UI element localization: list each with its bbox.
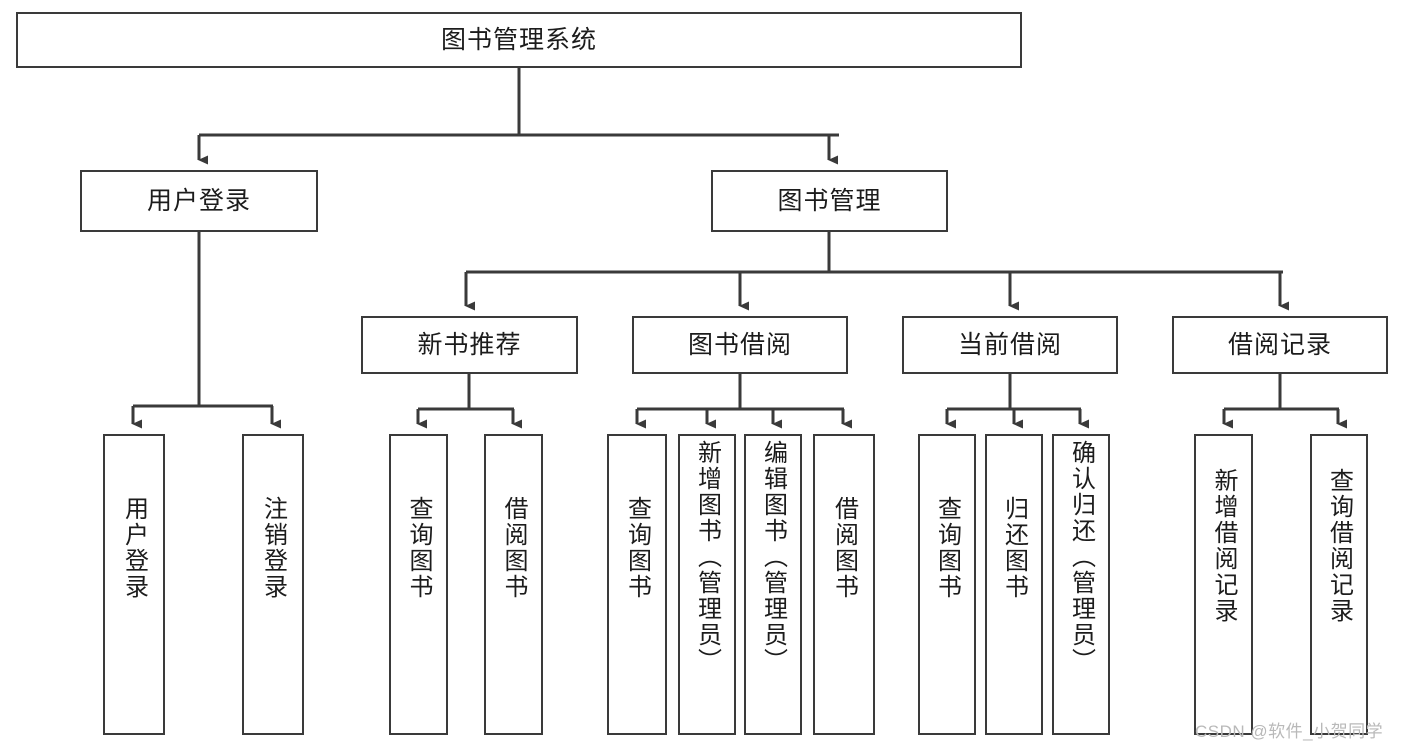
node-current-borrow[interactable]: 当前借阅 [902, 316, 1118, 374]
node-leaf-return-book-label: 归还图书 [1000, 496, 1028, 600]
node-leaf-confirm-return-label: 确认归还（管理员） [1067, 440, 1095, 674]
node-book-borrow[interactable]: 图书借阅 [632, 316, 848, 374]
node-book-manage[interactable]: 图书管理 [711, 170, 948, 232]
node-leaf-borrow-book-new-label: 借阅图书 [500, 496, 528, 600]
node-leaf-query-record-label: 查询借阅记录 [1325, 468, 1353, 624]
csdn-watermark: CSDN @软件_小贺同学 [1195, 722, 1384, 741]
node-leaf-query-record[interactable]: 查询借阅记录 [1310, 434, 1368, 735]
node-user-login[interactable]: 用户登录 [80, 170, 318, 232]
node-borrow-record-label: 借阅记录 [1227, 330, 1332, 359]
node-leaf-edit-book[interactable]: 编辑图书（管理员） [744, 434, 802, 735]
node-root-label: 图书管理系统 [440, 25, 597, 54]
node-book-manage-label: 图书管理 [777, 186, 882, 215]
node-leaf-return-book[interactable]: 归还图书 [985, 434, 1043, 735]
node-book-borrow-label: 图书借阅 [687, 330, 792, 359]
node-leaf-borrow-book-new[interactable]: 借阅图书 [484, 434, 543, 735]
node-leaf-add-record-label: 新增借阅记录 [1210, 468, 1238, 624]
node-leaf-confirm-return[interactable]: 确认归还（管理员） [1052, 434, 1110, 735]
node-leaf-user-login-label: 用户登录 [120, 496, 148, 600]
node-leaf-borrow-book[interactable]: 借阅图书 [813, 434, 875, 735]
node-leaf-logout[interactable]: 注销登录 [242, 434, 304, 735]
node-leaf-logout-label: 注销登录 [259, 496, 287, 600]
node-leaf-query-book-new[interactable]: 查询图书 [389, 434, 448, 735]
node-user-login-label: 用户登录 [146, 186, 251, 215]
node-leaf-edit-book-label: 编辑图书（管理员） [759, 440, 787, 674]
node-leaf-user-login[interactable]: 用户登录 [103, 434, 165, 735]
node-new-book-recommend[interactable]: 新书推荐 [361, 316, 578, 374]
node-leaf-borrow-book-label: 借阅图书 [830, 496, 858, 600]
node-new-book-recommend-label: 新书推荐 [417, 330, 522, 359]
node-leaf-add-record[interactable]: 新增借阅记录 [1194, 434, 1253, 735]
node-leaf-query-book-borrow[interactable]: 查询图书 [607, 434, 667, 735]
node-current-borrow-label: 当前借阅 [957, 330, 1062, 359]
node-leaf-query-book-current-label: 查询图书 [933, 496, 961, 600]
node-root[interactable]: 图书管理系统 [16, 12, 1022, 68]
node-leaf-query-book-current[interactable]: 查询图书 [918, 434, 976, 735]
node-leaf-add-book[interactable]: 新增图书（管理员） [678, 434, 736, 735]
node-borrow-record[interactable]: 借阅记录 [1172, 316, 1388, 374]
node-leaf-add-book-label: 新增图书（管理员） [693, 440, 721, 674]
node-leaf-query-book-borrow-label: 查询图书 [623, 496, 651, 600]
node-leaf-query-book-new-label: 查询图书 [405, 496, 433, 600]
